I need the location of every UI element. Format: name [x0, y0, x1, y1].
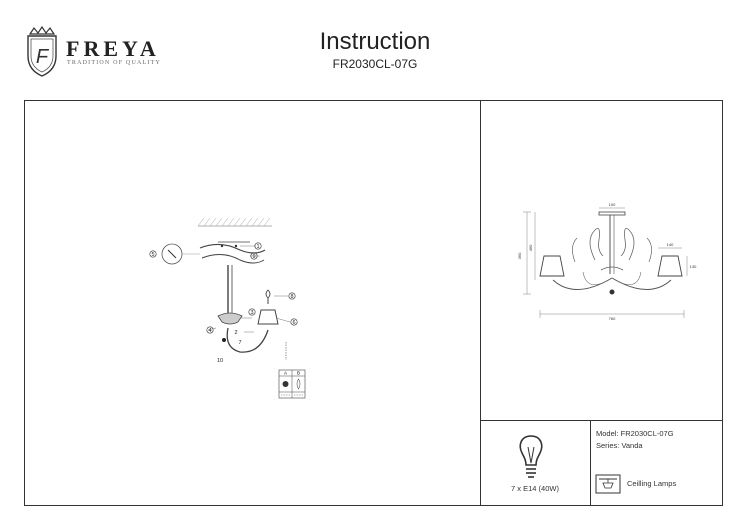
series-info: Series: Vanda	[596, 441, 643, 450]
legend-col-a: A	[284, 371, 287, 376]
step-label: 6	[292, 320, 295, 326]
page-title: Instruction	[319, 28, 431, 55]
step-label: 10	[217, 358, 223, 364]
step-labels: 5 1 9 8 6 3 4 2 7 10	[151, 244, 295, 364]
assembly-diagram: 5 1 9 8 6 3 4 2 7 10 A B	[149, 217, 306, 399]
model-value: FR2030CL-07G	[620, 429, 674, 438]
legend-col-b: B	[297, 371, 300, 376]
dim-height-total: 460	[528, 244, 533, 251]
step-label: 1	[256, 244, 259, 250]
lamp-type: Ceilling Lamps	[627, 479, 677, 488]
dimension-drawing: 100 760 140 130 360 460	[517, 202, 697, 321]
ceiling-lamp-icon	[595, 474, 621, 494]
sheet-frame	[24, 100, 723, 506]
ceiling-hatch	[197, 217, 271, 227]
brand-tagline: TRADITION OF QUALITY	[67, 60, 161, 66]
dim-canopy: 100	[609, 202, 616, 207]
dim-shade-width: 140	[667, 242, 674, 247]
step-label: 3	[250, 310, 253, 316]
dim-height: 360	[517, 252, 522, 259]
page-subtitle-model: FR2030CL-07G	[332, 57, 418, 71]
bulb-spec: 7 x E14 (40W)	[511, 484, 559, 493]
step-label: 8	[290, 294, 293, 300]
step-label: 4	[208, 328, 211, 334]
step-label: 2	[234, 330, 237, 336]
dim-shade-height: 130	[690, 264, 697, 269]
svg-text:F: F	[36, 46, 50, 68]
step-label: 7	[238, 340, 241, 346]
bulb-icon	[519, 435, 543, 478]
dim-width: 760	[609, 316, 616, 321]
step-markers	[149, 242, 298, 334]
frame-divider-horizontal	[480, 420, 723, 421]
brand-name: FREYA	[66, 36, 160, 61]
frame-divider-info	[590, 420, 591, 506]
step-label: 9	[252, 254, 255, 260]
series-label: Series:	[596, 441, 620, 450]
brand-logo-icon: F	[27, 26, 57, 77]
frame-divider-vertical	[480, 100, 481, 506]
model-info: Model: FR2030CL-07G	[596, 429, 674, 438]
model-label: Model:	[596, 429, 619, 438]
bulb-legend: A B	[278, 369, 306, 399]
series-value: Vanda	[621, 441, 643, 450]
step-label: 5	[151, 252, 154, 258]
